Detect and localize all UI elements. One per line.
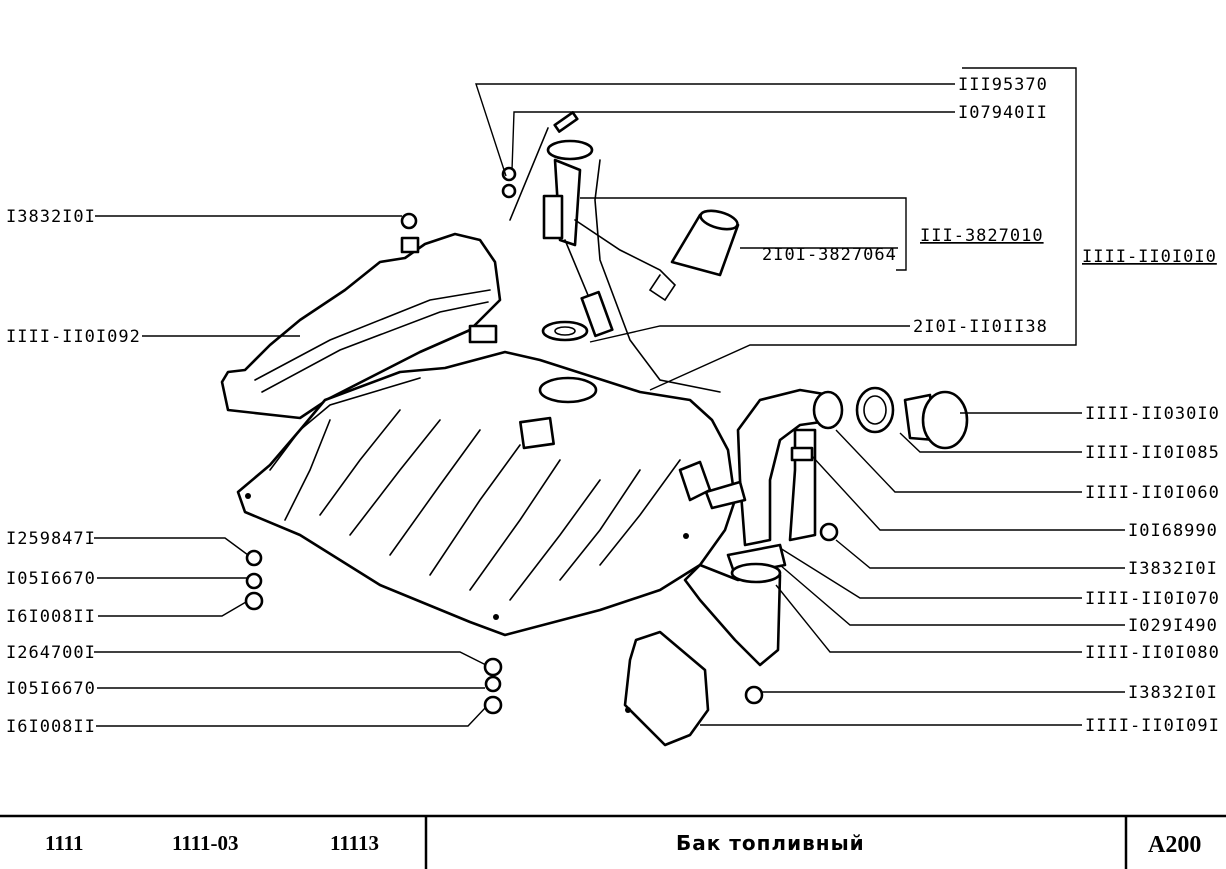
label-iiii-ii0i060: IIII-II0I060 [1085,483,1220,503]
footer-model-11113: 11113 [330,831,379,855]
label-i05i6670-lower: I05I6670 [6,679,96,699]
label-i3832i0i-mid: I3832I0I [1128,559,1218,579]
footer-model-1111-03: 1111-03 [172,831,239,855]
label-iiii-ii0i085: IIII-II0I085 [1085,443,1220,463]
label-iiii-ii0i070: IIII-II0I070 [1085,589,1220,609]
footer-title-block: 1111 1111-03 11113 Бак топливный А200 [0,814,1226,869]
label-iiii-ii0i09i: IIII-II0I09I [1085,716,1220,736]
label-iiii-ii030i0: IIII-II030I0 [1085,404,1220,424]
nut-parts [244,166,839,715]
footer-sheet-code: А200 [1148,832,1201,858]
footer-title: Бак топливный [676,831,865,855]
part-labels: III95370 I07940II I3832I0I III-3827010 2… [6,75,1220,737]
fuel-gauge-sensor-part [509,111,721,393]
footer-model-1111: 1111 [45,831,84,855]
label-i07940ii: I07940II [958,103,1048,123]
label-ii95370: III95370 [958,75,1048,95]
label-2i0i-ii0ii38: 2I0I-II0II38 [913,317,1048,337]
label-iiii-ii0i092: IIII-II0I092 [6,327,141,347]
label-i05i6670-upper: I05I6670 [6,569,96,589]
label-i6i008ii-lower: I6I008II [6,717,96,737]
filler-neck-part [678,386,969,667]
label-i6i008ii-upper: I6I008II [6,607,96,627]
label-i0i68990: I0I68990 [1128,521,1218,541]
label-2i0i-3827064: 2I0I-3827064 [762,245,897,265]
label-iii-3827010: III-3827010 [920,226,1044,246]
label-i259847i: I259847I [6,529,96,549]
pipe-shield-part [623,630,710,747]
leader-lines [94,67,1125,727]
label-i264700i: I264700I [6,643,96,663]
label-i029i490: I029I490 [1128,616,1218,636]
parts-drawing [220,111,969,747]
label-iiii-ii0i0i0: IIII-II0I0I0 [1082,247,1217,267]
label-i3832i0i-top: I3832I0I [6,207,96,227]
fuel-tank-part [236,350,737,637]
label-iiii-ii0i080: IIII-II0I080 [1085,643,1220,663]
fuel-filter-part [670,209,740,277]
tank-shield-part [220,232,502,420]
label-i3832i0i-bottom: I3832I0I [1128,683,1218,703]
